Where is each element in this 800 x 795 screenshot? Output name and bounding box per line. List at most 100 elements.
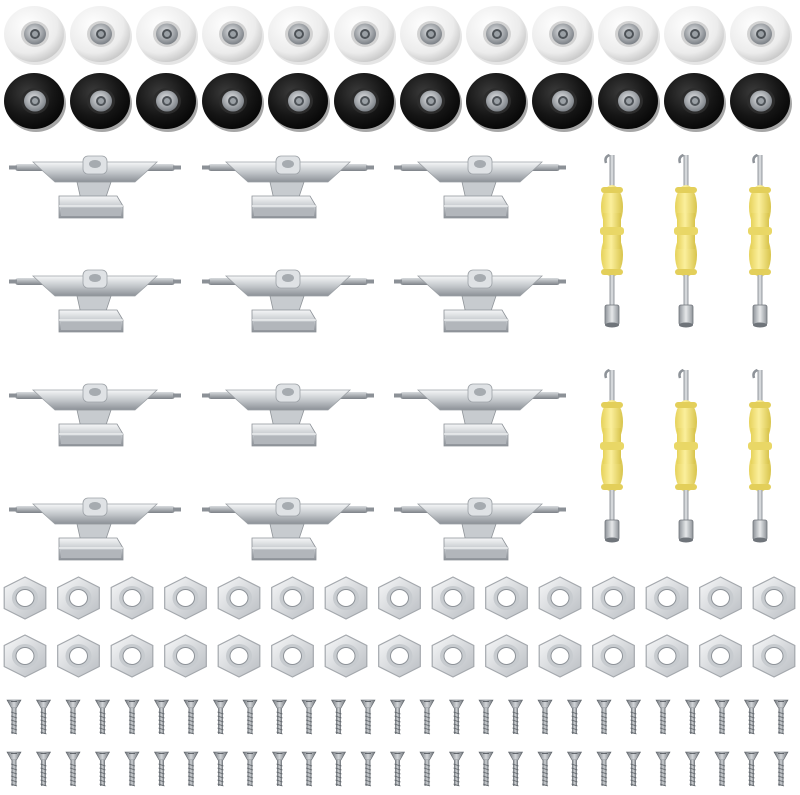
hex-nut [538, 576, 582, 620]
hex-nut [645, 576, 689, 620]
hex-nut [699, 634, 742, 678]
screw [419, 751, 435, 787]
skate-tool [600, 153, 624, 328]
hex-nut [57, 634, 100, 678]
hex-nut [164, 576, 207, 620]
truck [394, 269, 566, 333]
skate-tool [674, 153, 698, 328]
screw [714, 699, 730, 735]
screw [94, 699, 111, 735]
white-wheel [532, 6, 594, 65]
screw [360, 751, 376, 787]
truck [9, 155, 181, 219]
screw [6, 751, 22, 787]
black-wheel [664, 73, 726, 132]
screw [507, 699, 524, 735]
white-wheel [598, 6, 660, 65]
screw [242, 699, 258, 735]
white-wheel [730, 6, 792, 65]
black-wheel [268, 73, 330, 132]
black-wheel [334, 73, 396, 132]
truck [202, 269, 374, 333]
black-wheel [70, 73, 132, 132]
hex-nut [217, 634, 261, 678]
truck [9, 269, 181, 333]
screw [655, 699, 671, 735]
black-wheel [532, 73, 594, 132]
screw [389, 699, 406, 735]
hex-nut [57, 576, 100, 620]
hex-nut [752, 576, 796, 620]
hex-nut [217, 576, 261, 620]
hex-nut [110, 634, 154, 678]
hex-nut [164, 634, 207, 678]
truck [394, 497, 566, 561]
screw [330, 699, 347, 735]
hex-nut [485, 634, 528, 678]
screw [35, 751, 52, 787]
screw [360, 699, 376, 735]
white-wheel [70, 6, 132, 65]
white-wheel [664, 6, 726, 65]
screw [153, 751, 170, 787]
hex-nut [485, 576, 528, 620]
screw [242, 751, 258, 787]
truck [9, 497, 181, 561]
screw [124, 699, 140, 735]
hex-nut [431, 634, 475, 678]
screw [773, 751, 789, 787]
skate-tool [674, 368, 698, 543]
screw [625, 751, 642, 787]
screw [35, 699, 52, 735]
truck [202, 497, 374, 561]
hex-nut [378, 634, 421, 678]
hex-nut [699, 576, 742, 620]
hex-nut [538, 634, 582, 678]
screw [448, 751, 465, 787]
screw [271, 751, 288, 787]
screw [625, 699, 642, 735]
screw [714, 751, 730, 787]
screw [478, 699, 494, 735]
hex-nut [645, 634, 689, 678]
screw [6, 699, 22, 735]
screw [537, 699, 553, 735]
screw [507, 751, 524, 787]
skate-tool [600, 368, 624, 543]
skate-tool [748, 368, 772, 543]
screw [389, 751, 406, 787]
screw [773, 699, 789, 735]
white-wheel [268, 6, 330, 65]
screw [65, 751, 81, 787]
white-wheel [400, 6, 462, 65]
hex-nut [592, 634, 635, 678]
screw [94, 751, 111, 787]
screw [330, 751, 347, 787]
screw [212, 699, 229, 735]
screw [301, 751, 317, 787]
hex-nut [110, 576, 154, 620]
screw [124, 751, 140, 787]
hex-nut [3, 634, 47, 678]
truck [202, 383, 374, 447]
screw [596, 751, 612, 787]
screw [743, 751, 760, 787]
hex-nut [3, 576, 47, 620]
screw [655, 751, 671, 787]
hex-nut [271, 576, 314, 620]
screw [271, 699, 288, 735]
screw [537, 751, 553, 787]
truck [202, 155, 374, 219]
white-wheel [334, 6, 396, 65]
hex-nut [378, 576, 421, 620]
screw [743, 699, 760, 735]
screw [566, 699, 583, 735]
black-wheel [598, 73, 660, 132]
screw [566, 751, 583, 787]
screw [301, 699, 317, 735]
screw [448, 699, 465, 735]
black-wheel [136, 73, 198, 132]
hex-nut [271, 634, 314, 678]
white-wheel [136, 6, 198, 65]
truck [394, 383, 566, 447]
